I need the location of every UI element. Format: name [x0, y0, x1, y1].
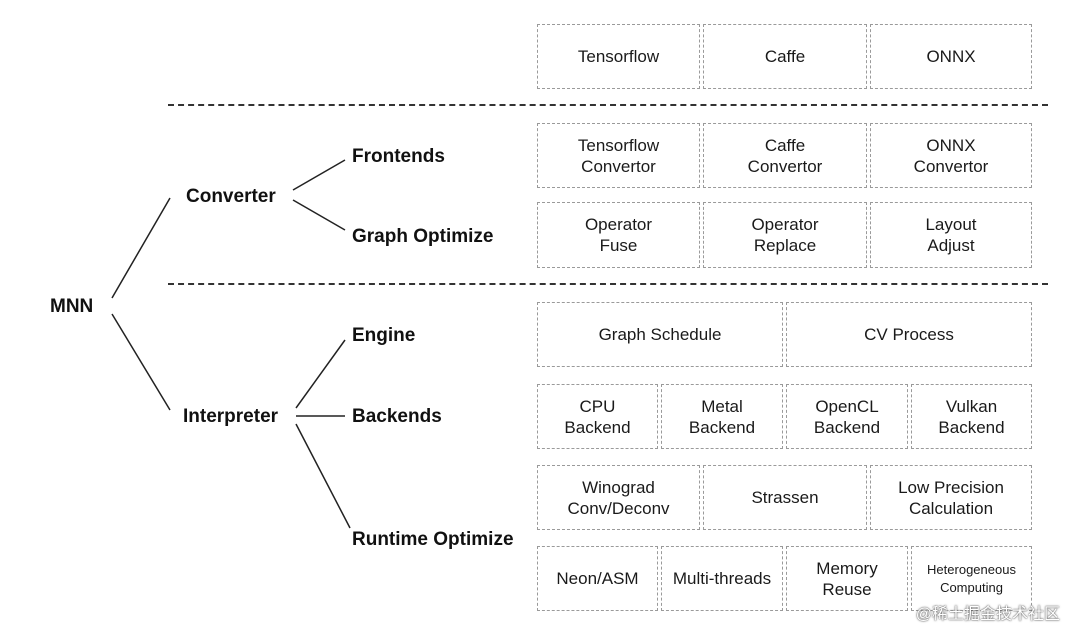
watermark: @稀土掘金技术社区 [915, 606, 1060, 623]
box-runtime-optimize: Low Precision Calculation [870, 465, 1032, 530]
connector-interpreter-runtime-optimize [295, 423, 351, 529]
box-runtime-optimize: Multi-threads [661, 546, 783, 611]
box-graph-optimize: Operator Fuse [537, 202, 700, 268]
box-backend: Metal Backend [661, 384, 783, 449]
box-runtime-optimize: Neon/ASM [537, 546, 658, 611]
box-runtime-optimize: Winograd Conv/Deconv [537, 465, 700, 530]
connector-converter-frontends [292, 159, 346, 191]
box-frontend: Caffe Convertor [703, 123, 867, 188]
connector-mnn-converter [111, 197, 171, 299]
box-engine: CV Process [786, 302, 1032, 367]
node-backends: Backends [352, 406, 442, 427]
box-backend: OpenCL Backend [786, 384, 908, 449]
node-converter: Converter [186, 186, 276, 207]
connector-converter-graph-optimize [292, 199, 346, 231]
node-mnn: MNN [50, 296, 94, 317]
box-engine: Graph Schedule [537, 302, 783, 367]
node-interpreter: Interpreter [183, 406, 279, 427]
box-framework: Tensorflow [537, 24, 700, 89]
node-engine: Engine [352, 325, 416, 346]
box-runtime-optimize: Strassen [703, 465, 867, 530]
box-frontend: Tensorflow Convertor [537, 123, 700, 188]
box-backend: CPU Backend [537, 384, 658, 449]
box-runtime-optimize: Memory Reuse [786, 546, 908, 611]
box-backend: Vulkan Backend [911, 384, 1032, 449]
separator-line-middle [168, 283, 1048, 285]
connector-interpreter-engine [295, 339, 346, 409]
connector-mnn-interpreter [111, 313, 171, 411]
box-framework: Caffe [703, 24, 867, 89]
node-frontends: Frontends [352, 146, 445, 167]
box-framework: ONNX [870, 24, 1032, 89]
box-frontend: ONNX Convertor [870, 123, 1032, 188]
separator-line-top [168, 104, 1048, 106]
box-runtime-optimize: Heterogeneous Computing [911, 546, 1032, 611]
box-graph-optimize: Layout Adjust [870, 202, 1032, 268]
node-runtime-optimize: Runtime Optimize [352, 529, 514, 550]
box-graph-optimize: Operator Replace [703, 202, 867, 268]
node-graph-optimize: Graph Optimize [352, 226, 494, 247]
